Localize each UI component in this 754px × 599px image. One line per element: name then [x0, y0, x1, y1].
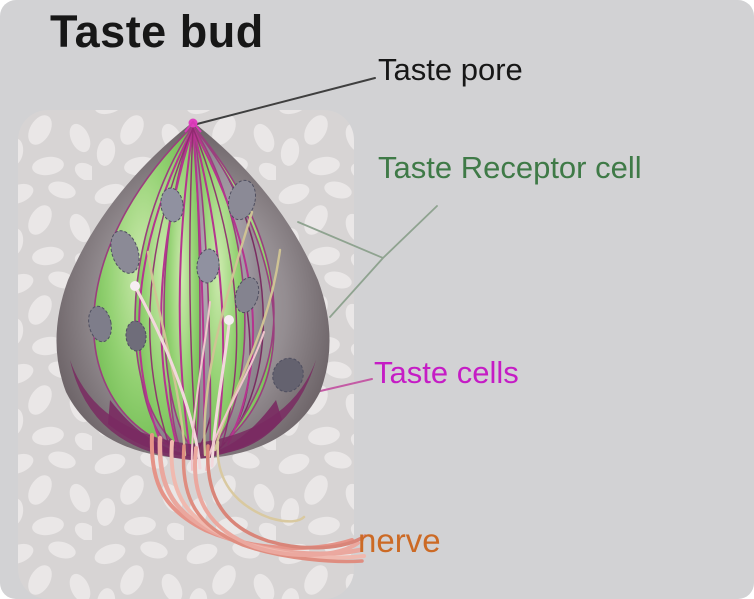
label-taste-pore: Taste pore — [378, 52, 523, 87]
intragemmal-nerve-endings — [130, 281, 265, 471]
taste-cells-leader-line — [315, 378, 373, 393]
taste-bud-illustration — [56, 118, 330, 471]
diagram-title: Taste bud — [50, 6, 264, 57]
taste-pore-leader-line — [196, 77, 376, 125]
label-taste-cells: Taste cells — [374, 355, 519, 390]
nerve-fiber-bundle — [149, 433, 367, 564]
bud-base-swirls — [70, 360, 316, 460]
label-nerve: nerve — [358, 522, 441, 559]
leader-lines — [196, 77, 438, 393]
support-fibers — [146, 210, 282, 457]
taste-pore — [184, 118, 202, 133]
label-taste-receptor-cell: Taste Receptor cell — [378, 150, 642, 185]
taste-receptor-leader-line — [297, 205, 438, 318]
cell-nuclei — [88, 179, 304, 393]
